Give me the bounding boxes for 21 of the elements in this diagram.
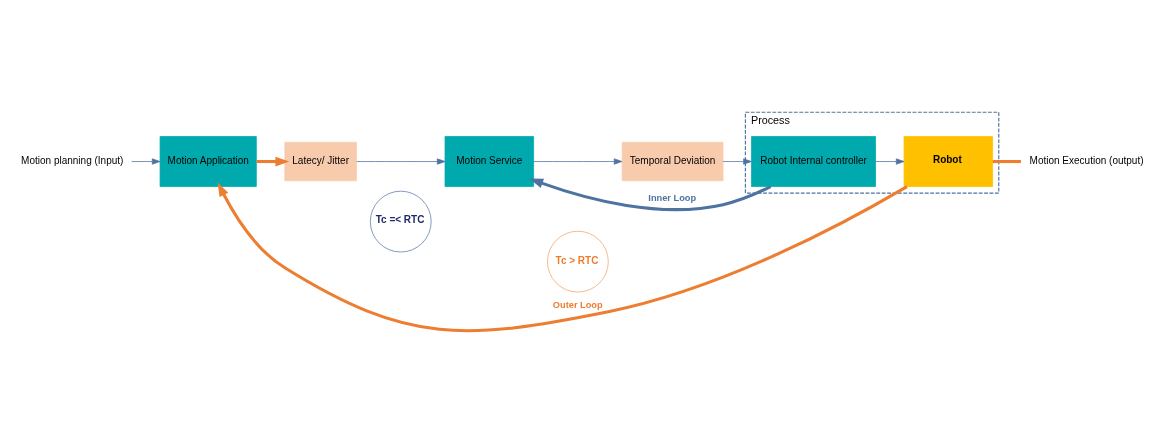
arrow <box>533 157 623 165</box>
arrow <box>722 157 752 165</box>
arrow <box>875 157 905 165</box>
node-box: Temporal Deviation <box>621 141 724 181</box>
node-circle: Tc =< RTC <box>369 190 432 252</box>
node-box: Latecy/ Jitter <box>284 141 357 181</box>
node-text: Motion Execution (output) <box>1029 154 1144 166</box>
node-box: Robot <box>903 135 993 187</box>
arrow <box>356 157 446 165</box>
arrow <box>217 181 908 332</box>
connector <box>992 159 1021 163</box>
node-box: Motion Service <box>444 135 534 187</box>
node-box: Motion Application <box>159 135 257 187</box>
edge-label: Outer Loop <box>552 299 603 310</box>
arrow <box>256 156 290 166</box>
arrow <box>131 157 161 165</box>
node-circle: Tc > RTC <box>547 230 609 292</box>
edge-label: Inner Loop <box>648 192 697 203</box>
arrow <box>529 178 772 211</box>
node-text: Motion planning (Input) <box>21 154 124 166</box>
node-box: Robot Internal controller <box>751 135 876 187</box>
